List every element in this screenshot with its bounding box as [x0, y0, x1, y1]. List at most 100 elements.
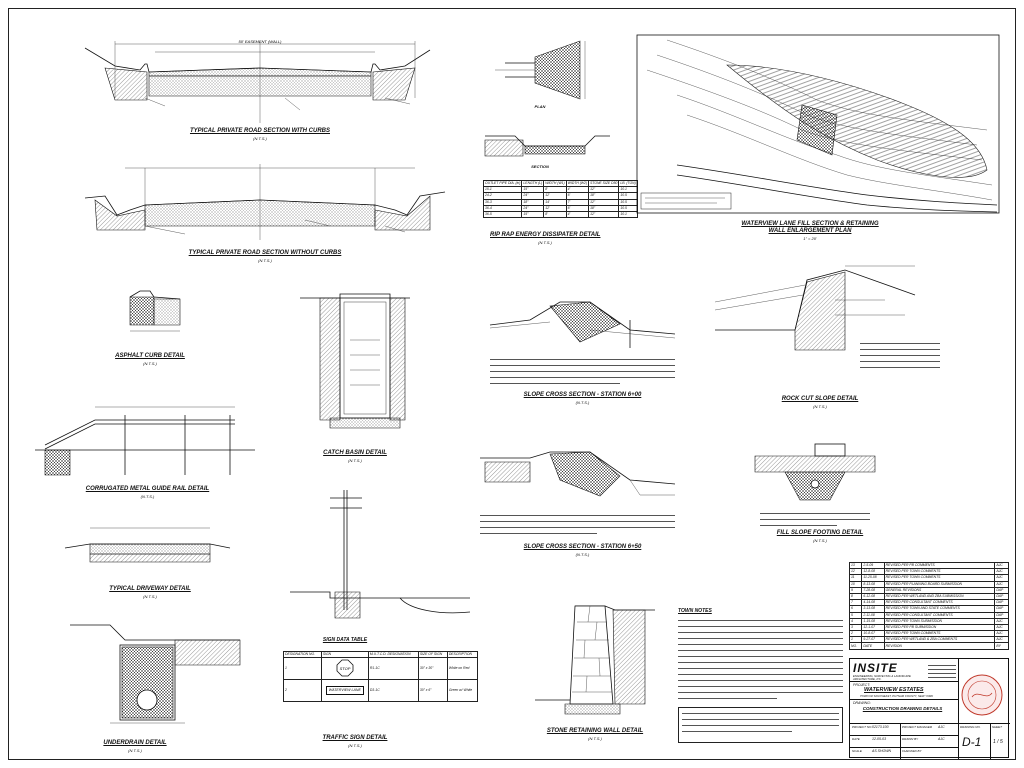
date-value: 12-05-03	[872, 737, 887, 741]
project-label: PROJECT:	[853, 683, 871, 687]
riprap-table-header: OUTLET PIPE DIA. (in) LENGTH (L) WIDTH (…	[482, 179, 638, 188]
waterview-title: WATERVIEW LANE FILL SECTION & RETAINING …	[741, 221, 879, 234]
project-no-label: PROJECT NO.	[852, 725, 873, 729]
riprap-header-cell: WIDTH (W2)	[565, 179, 590, 188]
engineer-seal	[961, 674, 1003, 716]
driveway-drawing	[64, 527, 231, 563]
project-mgr: AJC	[938, 725, 945, 729]
riprap-header-cell: WIDTH (W1)	[543, 179, 567, 188]
scale-value: AS SHOWN	[872, 749, 892, 753]
sign-cell: 30" x 6"	[417, 679, 448, 703]
riprap-header-cell: LB. (TON)	[618, 179, 638, 188]
driveway-title: TYPICAL DRIVEWAY DETAIL	[109, 586, 191, 592]
fill-slope-title: FILL SLOPE FOOTING DETAIL	[776, 530, 864, 536]
underdrain-drawing	[70, 624, 241, 724]
riprap-scale: (N.T.S.)	[538, 240, 552, 245]
guide-rail-title: CORRUGATED METAL GUIDE RAIL DETAIL	[85, 486, 210, 492]
riprap-header-cell: LENGTH (L)	[521, 179, 545, 188]
driveway-scale: (N.T.S.)	[143, 594, 157, 599]
typical-road-nocurbs-scale: (N.T.S.)	[258, 258, 272, 263]
underdrain-title: UNDERDRAIN DETAIL	[103, 740, 167, 746]
sign-cell: 30" x 30"	[417, 657, 448, 681]
slope-600-drawing	[489, 301, 676, 348]
sign-header-cell: DESCRIPTION	[446, 650, 479, 659]
catch-basin-title: CATCH BASIN DETAIL	[323, 450, 387, 456]
easement-label: 50' EASEMENT (WALL)	[239, 39, 283, 44]
sign-table-header: DESIGNATION NO. SIGN M.U.T.C.D. DESIGNAT…	[283, 650, 479, 659]
slope-600-notes	[490, 356, 675, 386]
title-block: INSITE ENGINEERING, SURVEYING & LANDSCAP…	[849, 658, 1010, 759]
revision-cell: NO.	[848, 642, 863, 650]
revision-cell: DATE	[861, 642, 885, 650]
traffic-sign-drawing	[290, 490, 471, 619]
rock-cut-title: ROCK CUT SLOPE DETAIL	[781, 396, 859, 402]
riprap-plan-drawing	[495, 40, 586, 100]
stone-wall-scale: (N.T.S.)	[588, 736, 602, 741]
sign-cell: STOP	[320, 657, 369, 681]
town-notes-body	[678, 617, 843, 701]
stone-wall-title: STONE RETAINING WALL DETAIL	[546, 728, 644, 734]
riprap-header-cell: OUTLET PIPE DIA. (in)	[482, 179, 523, 188]
traffic-sign-scale: (N.T.S.)	[348, 743, 362, 748]
revision-cell: REVISION	[883, 642, 996, 650]
fill-slope-notes	[760, 510, 870, 528]
project-name: WATERVIEW ESTATES	[864, 687, 924, 693]
riprap-table: OUTLET PIPE DIA. (in) LENGTH (L) WIDTH (…	[482, 179, 638, 219]
stop-sign-icon: STOP	[336, 659, 354, 677]
project-no: 02173.100	[872, 725, 889, 729]
street-sign-icon: WATERVIEW LANE	[325, 686, 364, 696]
sign-cell: 2	[283, 679, 322, 703]
project-sub: TOWN OF SOUTHEAST, PUTNAM COUNTY, NEW YO…	[860, 694, 934, 698]
asphalt-curb-scale: (N.T.S.)	[143, 361, 157, 366]
riprap-cell: 4'	[565, 210, 590, 219]
fill-slope-drawing	[754, 443, 876, 501]
road-section-curbs-drawing: 50' EASEMENT (WALL)	[84, 39, 431, 123]
revision-cell: BY	[994, 642, 1009, 650]
slope-650-drawing	[480, 451, 676, 497]
riprap-title: RIP RAP ENERGY DISSIPATER DETAIL	[490, 232, 601, 238]
drawing-no: D-1	[962, 735, 982, 749]
drawn-label: DRAWN BY	[902, 737, 919, 741]
guide-rail-drawing	[35, 406, 255, 476]
sign-table-row: 2 WATERVIEW LANE D3-1C 30" x 6" Green w/…	[283, 679, 479, 703]
sign-cell: WATERVIEW LANE	[320, 679, 369, 703]
sign-header-cell: SIGN	[320, 650, 369, 659]
slope-600-title: SLOPE CROSS SECTION - STATION 6+00	[523, 392, 642, 398]
drawing-no-label: DRAWING NO.	[960, 725, 981, 729]
sign-cell: 1	[283, 657, 322, 681]
typical-road-curbs-scale: (N.T.S.)	[253, 136, 267, 141]
sign-cell: Green w/ White	[446, 679, 479, 703]
riprap-plan-label: PLAN	[534, 104, 546, 109]
stop-sign-text: STOP	[339, 666, 350, 671]
firm-subtitle: ENGINEERING, SURVEYING & LANDSCAPE ARCHI…	[853, 674, 911, 682]
slope-650-title: SLOPE CROSS SECTION - STATION 6+50	[523, 544, 642, 550]
sign-cell: White on Red	[446, 657, 479, 681]
riprap-cell: 8'	[543, 210, 567, 219]
road-section-nocurbs-drawing	[84, 164, 446, 240]
town-notes-title: TOWN NOTES	[678, 608, 712, 614]
drawing-label: DRAWING:	[853, 701, 871, 705]
firm-contact-lines	[928, 663, 956, 679]
approval-box	[678, 707, 843, 743]
date-label: DATE	[852, 737, 860, 741]
catch-basin-scale: (N.T.S.)	[348, 458, 362, 463]
sign-data-table: DESIGNATION NO. SIGN M.U.T.C.D. DESIGNAT…	[283, 650, 479, 703]
drawing-name: CONSTRUCTION DRAWING DETAILS	[862, 706, 943, 711]
firm-name: INSITE	[853, 661, 898, 675]
slope-600-scale: (N.T.S.)	[575, 400, 590, 405]
sheet-number: 1 / 5	[993, 739, 1003, 745]
sign-cell: R1-1C	[367, 657, 419, 681]
stone-wall-drawing	[535, 605, 655, 715]
slope-650-scale: (N.T.S.)	[575, 552, 590, 557]
riprap-section-drawing	[484, 135, 610, 157]
guide-rail-scale: (N.T.S.)	[140, 494, 155, 499]
riprap-section-label: SECTION	[531, 164, 549, 169]
typical-road-curbs-title: TYPICAL PRIVATE ROAD SECTION WITH CURBS	[189, 128, 330, 134]
riprap-header-cell: STONE SIZE D50	[588, 179, 620, 188]
catch-basin-drawing	[300, 293, 410, 429]
